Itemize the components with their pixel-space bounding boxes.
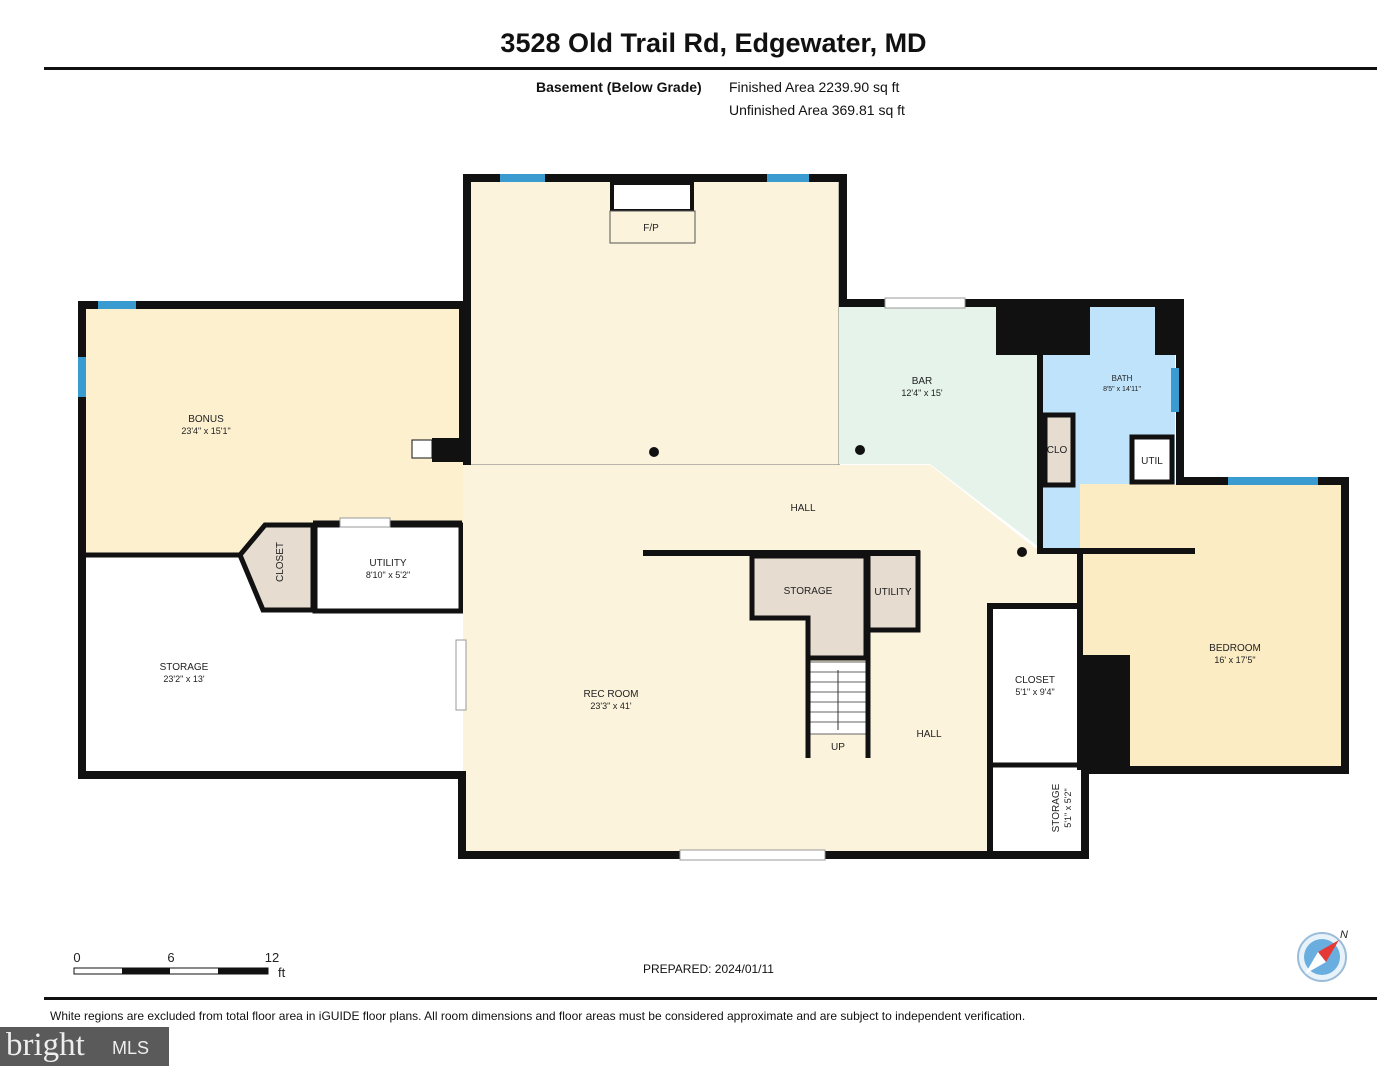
watermark-brand: bright (6, 1027, 85, 1063)
storage-center-label: STORAGE (784, 586, 833, 597)
header-divider (44, 67, 1377, 70)
closet-right-dims: 5'1" x 9'4" (1015, 687, 1054, 697)
hall-label: HALL (790, 503, 815, 514)
hall-label: HALL (916, 729, 941, 740)
bedroom-label: BEDROOM (1209, 643, 1261, 654)
bar-room (839, 306, 1040, 548)
storage-left-label: STORAGE (160, 662, 209, 673)
wall-block (996, 300, 1090, 355)
unfinished-area: Unfinished Area 369.81 sq ft (729, 102, 905, 118)
fireplace (610, 181, 694, 213)
bath-label: BATH (1112, 374, 1133, 383)
storage-left-dims: 23'2" x 13' (163, 674, 204, 684)
scale-bar (73, 967, 269, 975)
column (432, 438, 470, 462)
vent (411, 439, 433, 459)
rec-room-label: REC ROOM (584, 689, 639, 700)
post (649, 447, 659, 457)
clo-label: CLO (1047, 445, 1068, 456)
clo-room (1042, 412, 1076, 488)
stairs-label: UP (831, 742, 845, 753)
util-label: UTIL (1141, 456, 1163, 467)
rec-room-dims: 23'3" x 41' (590, 701, 631, 711)
bedroom-dims: 16' x 17'5" (1214, 655, 1255, 665)
storage-right-dims: 5'1" x 5'2" (1063, 788, 1073, 827)
storage-right-label: STORAGE (1051, 783, 1062, 832)
footer-divider (44, 997, 1377, 1000)
page-title: 3528 Old Trail Rd, Edgewater, MD (500, 28, 927, 58)
fireplace-hearth (609, 210, 696, 244)
rec-room (463, 465, 1082, 855)
stairs (809, 661, 867, 735)
utility-center-label: UTILITY (874, 587, 912, 598)
closet-right-label: CLOSET (1015, 675, 1055, 686)
bath-dims: 8'5" x 14'11" (1103, 386, 1141, 393)
closet-left-label: CLOSET (275, 542, 286, 582)
level-label: Basement (Below Grade) (536, 79, 702, 95)
util-room (1129, 434, 1175, 485)
bright-mls-watermark: bright MLS (0, 1027, 169, 1066)
bonus-label: BONUS (188, 414, 224, 425)
disclaimer: White regions are excluded from total fl… (50, 1009, 1026, 1023)
scale-tick: 0 (73, 950, 80, 965)
wall-block (1155, 300, 1177, 355)
wall-block (1080, 655, 1130, 770)
prepared-date: PREPARED: 2024/01/11 (643, 962, 774, 976)
scale-unit: ft (278, 965, 286, 980)
fireplace-label: F/P (643, 223, 659, 234)
scale-tick: 6 (167, 950, 174, 965)
compass-icon (1297, 932, 1347, 982)
doors (339, 297, 966, 861)
bar-dims: 12'4" x 15' (901, 388, 942, 398)
scale-tick: 12 (265, 950, 279, 965)
compass-north-label: N (1340, 929, 1348, 941)
watermark-suffix: MLS (112, 1038, 150, 1058)
bonus-room (86, 306, 464, 556)
utility-left-label: UTILITY (369, 558, 407, 569)
utility-left-dims: 8'10" x 5'2" (366, 570, 410, 580)
bonus-dims: 23'4" x 15'1" (181, 426, 230, 436)
post (855, 445, 865, 455)
post (1017, 547, 1027, 557)
utility-left-room (312, 522, 464, 614)
bar-label: BAR (912, 376, 933, 387)
finished-area: Finished Area 2239.90 sq ft (729, 79, 900, 95)
windows (78, 174, 1318, 485)
